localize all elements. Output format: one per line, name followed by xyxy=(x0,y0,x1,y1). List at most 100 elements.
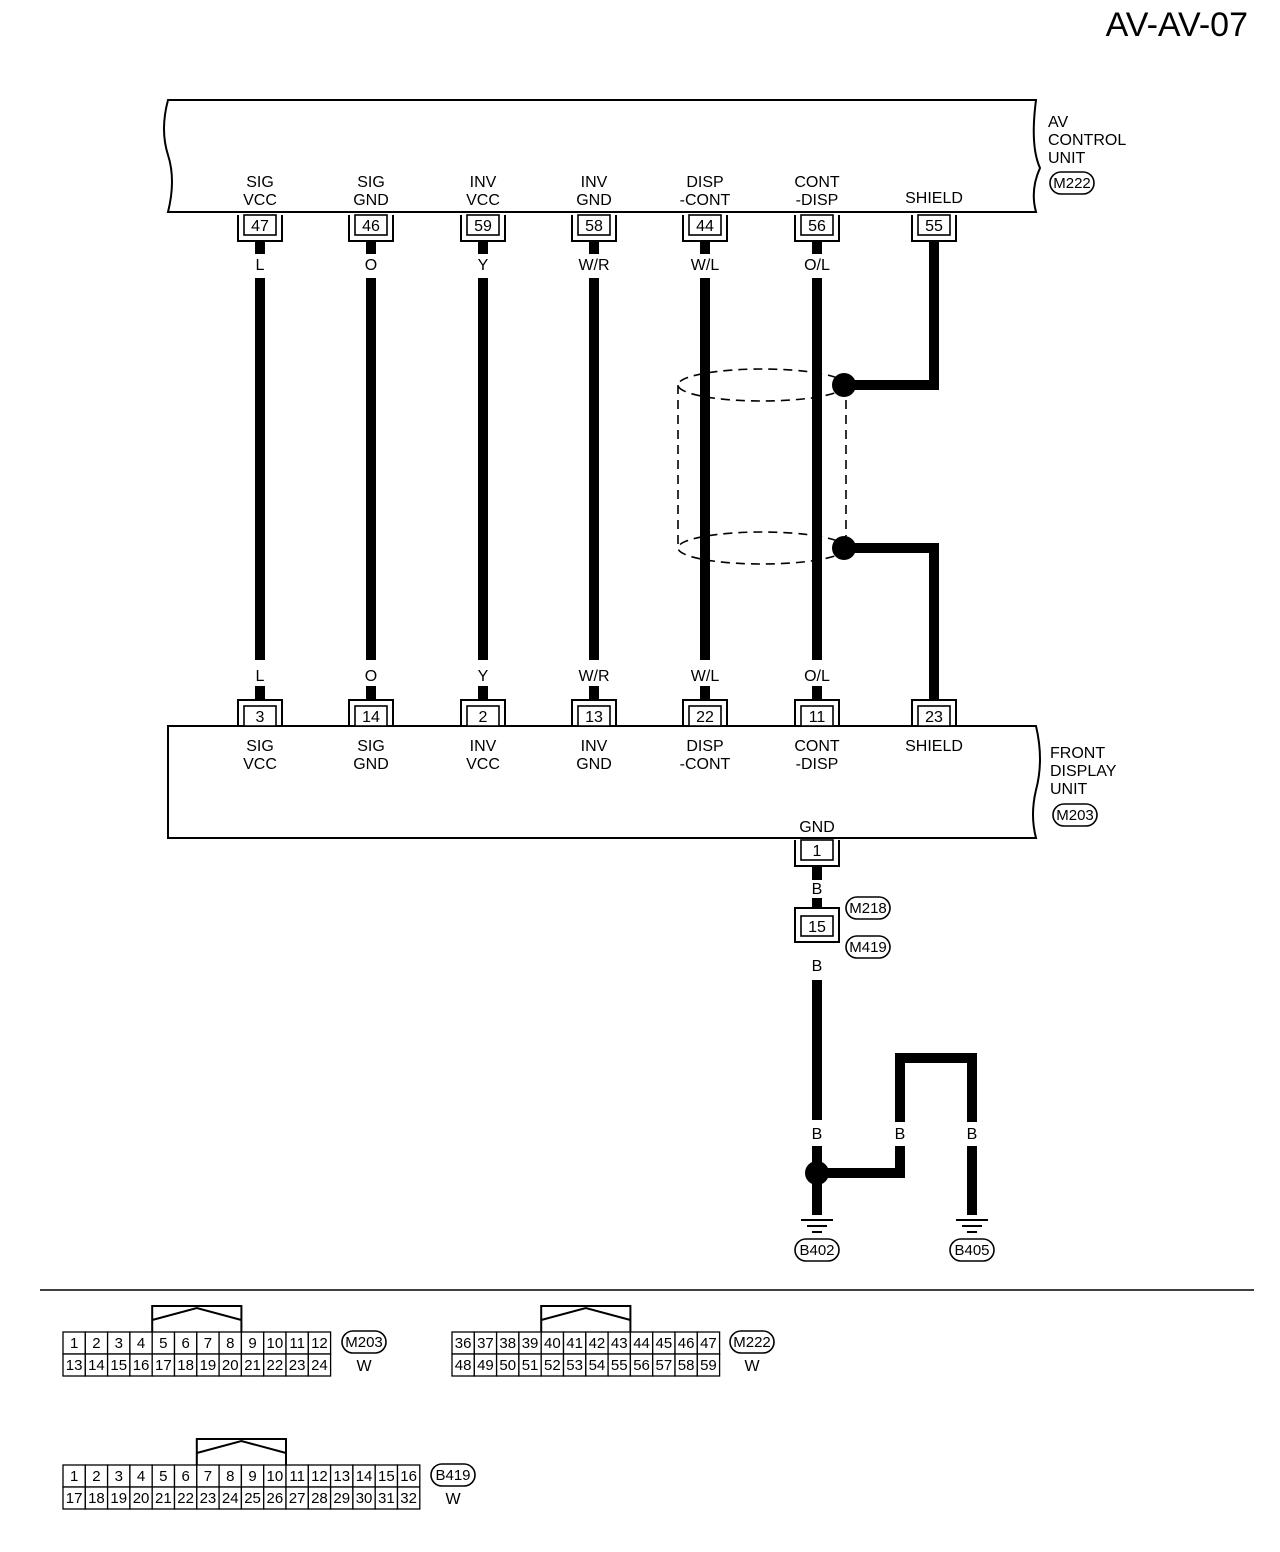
pin-cell: 6 xyxy=(181,1468,189,1485)
pin-cell: 43 xyxy=(611,1335,628,1352)
connector-m218-badge-text: M218 xyxy=(849,900,887,917)
wire-color-bottom: W/R xyxy=(578,668,609,685)
connector-m419-badge-text: M419 xyxy=(849,939,887,956)
pin-cell: 53 xyxy=(566,1357,583,1374)
pin-cell: 19 xyxy=(200,1357,217,1374)
pin-cell: 36 xyxy=(455,1335,472,1352)
pin-cell: 13 xyxy=(333,1468,350,1485)
unit-name-line: UNIT xyxy=(1050,781,1088,798)
bottom-pin: 3 xyxy=(237,699,283,727)
unit-name-line: DISPLAY xyxy=(1050,763,1117,780)
pin-cell: 31 xyxy=(378,1490,395,1507)
pin-cell: 22 xyxy=(267,1357,284,1374)
pin-cell: 41 xyxy=(566,1335,583,1352)
bottom-pin-number: 13 xyxy=(585,709,603,726)
top-pin: 55 xyxy=(911,214,957,242)
ground-badge xyxy=(949,1238,995,1262)
pin-cell: 8 xyxy=(226,1468,234,1485)
pin-cell: 17 xyxy=(66,1490,83,1507)
pin-cell: 45 xyxy=(656,1335,673,1352)
unit-name-line: FRONT xyxy=(1050,745,1105,762)
bottom-signal-label: INV xyxy=(470,738,497,755)
ground-symbol: B402 xyxy=(794,1219,840,1262)
pin-cell: 18 xyxy=(88,1490,105,1507)
bottom-signal-label: GND xyxy=(576,756,612,773)
pin-cell: 12 xyxy=(311,1335,328,1352)
joint-connector: 15 xyxy=(794,907,840,943)
pin-cell: 1 xyxy=(70,1468,78,1485)
connector-badge-text: B419 xyxy=(435,1467,470,1484)
gnd-pin: 1 xyxy=(794,839,840,867)
wire-color-top: W/L xyxy=(691,257,720,274)
pin-cell: 48 xyxy=(455,1357,472,1374)
pin-cell: 42 xyxy=(589,1335,606,1352)
connector-badge xyxy=(729,1330,775,1354)
pin-cell: 57 xyxy=(656,1357,673,1374)
pin-cell: 14 xyxy=(88,1357,105,1374)
bottom-signal-label: SIG xyxy=(357,738,385,755)
pin-cell: 29 xyxy=(333,1490,350,1507)
bottom-signal-label: GND xyxy=(353,756,389,773)
pin-cell: 4 xyxy=(137,1335,145,1352)
av-control-unit-box xyxy=(163,99,1042,213)
bottom-signal-label: VCC xyxy=(243,756,277,773)
bottom-pin-number: 2 xyxy=(479,709,488,726)
gnd-label: GND xyxy=(799,819,835,836)
bottom-signal-label: SIG xyxy=(246,738,274,755)
pin-cell: 55 xyxy=(611,1357,628,1374)
connector-m222-badge xyxy=(1049,171,1095,195)
connector-color: W xyxy=(356,1358,372,1375)
bottom-signal-label: VCC xyxy=(466,756,500,773)
wire-color-top: L xyxy=(256,257,265,274)
connector-m222-badge-text: M222 xyxy=(1053,175,1091,192)
pin-cell: 5 xyxy=(159,1335,167,1352)
gnd-pin-number: 1 xyxy=(813,843,822,860)
bottom-signal-label: DISP xyxy=(686,738,723,755)
bottom-pin-number: 22 xyxy=(696,709,714,726)
pin-cell: 10 xyxy=(267,1468,284,1485)
connector-badge xyxy=(341,1330,387,1354)
top-signal-label: GND xyxy=(576,192,612,209)
connector-m419-badge xyxy=(845,935,891,959)
wire-color: B xyxy=(812,1126,823,1143)
wire-color-top: O/L xyxy=(804,257,830,274)
pin-cell: 54 xyxy=(589,1357,606,1374)
pin-cell: 16 xyxy=(133,1357,150,1374)
wire-color-top: Y xyxy=(478,257,489,274)
connector-m218-badge xyxy=(845,896,891,920)
pin-cell: 14 xyxy=(356,1468,373,1485)
pin-cell: 11 xyxy=(289,1335,305,1352)
connector-m203-badge xyxy=(1052,803,1098,827)
joint-pin-number: 15 xyxy=(808,919,826,936)
top-pin-number: 44 xyxy=(696,218,714,235)
pin-cell: 19 xyxy=(110,1490,127,1507)
pin-cell: 4 xyxy=(137,1468,145,1485)
top-signal-label: CONT xyxy=(794,174,840,191)
pin-cell: 20 xyxy=(133,1490,150,1507)
pin-cell: 21 xyxy=(155,1490,172,1507)
pin-cell: 10 xyxy=(267,1335,284,1352)
pin-cell: 32 xyxy=(400,1490,417,1507)
top-pin: 56 xyxy=(794,214,840,242)
bottom-signal-label: -DISP xyxy=(796,756,839,773)
pin-cell: 22 xyxy=(177,1490,194,1507)
wire-color-bottom: O/L xyxy=(804,668,830,685)
top-pin: 46 xyxy=(348,214,394,242)
connector-badge xyxy=(430,1463,476,1487)
connector-color: W xyxy=(744,1358,760,1375)
bottom-pin: 2 xyxy=(460,699,506,727)
top-pin-number: 58 xyxy=(585,218,603,235)
pin-cell: 37 xyxy=(477,1335,494,1352)
top-signal-label: SHIELD xyxy=(905,190,963,207)
pin-cell: 23 xyxy=(289,1357,306,1374)
unit-name-line: UNIT xyxy=(1048,150,1086,167)
ground-badge-text: B402 xyxy=(799,1242,834,1259)
